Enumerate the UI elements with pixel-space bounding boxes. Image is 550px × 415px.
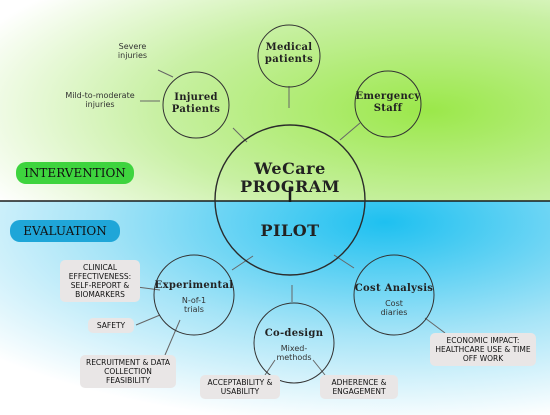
connector-cost — [333, 254, 355, 269]
emergency-staff-label: Emergency Staff — [355, 91, 421, 114]
safety-box: SAFETY — [88, 318, 134, 333]
medical-circle — [257, 24, 321, 88]
connector-experimental — [231, 255, 254, 271]
codesign-circle — [253, 302, 335, 384]
recruitment-feasibility-box: RECRUITMENT & DATA COLLECTION FEASIBILIT… — [80, 355, 176, 388]
connector-clinical — [136, 286, 161, 291]
cost-circle — [353, 254, 435, 336]
connector-severe — [157, 69, 174, 78]
adherence-engagement-box: ADHERENCE & ENGAGEMENT — [320, 375, 398, 399]
acceptability-usability-box: ACCEPTABILITY & USABILITY — [200, 375, 280, 399]
codesign-subtitle: Mixed- methods — [276, 344, 312, 363]
center-subtitle: PILOT — [260, 221, 320, 240]
codesign-label: Co-design — [264, 328, 324, 339]
connector-adherence — [312, 359, 326, 376]
mild-injuries-label: Mild-to-moderate injuries — [65, 91, 135, 110]
center-title: WeCare PROGRAM — [240, 159, 340, 197]
injured-circle — [162, 71, 230, 139]
intervention-phase-label: INTERVENTION — [16, 162, 134, 184]
economic-impact-box: ECONOMIC IMPACT: HEALTHCARE USE & TIME O… — [430, 333, 536, 366]
experimental-label: Experimental — [154, 280, 234, 291]
connector-economic — [424, 317, 446, 334]
emergency-circle — [354, 70, 422, 138]
connector-recruitment — [164, 319, 181, 356]
connector-safety — [135, 314, 161, 326]
cost-analysis-label: Cost Analysis — [354, 283, 434, 294]
evaluation-phase-label: EVALUATION — [10, 220, 120, 242]
severe-injuries-label: Severe injuries — [117, 42, 148, 61]
injured-patients-label: Injured Patients — [171, 92, 221, 115]
experimental-subtitle: N-of-1 trials — [181, 296, 207, 315]
clinical-effectiveness-box: CLINICAL EFFECTIVENESS: SELF-REPORT & BI… — [60, 260, 140, 302]
connector-emergency — [339, 122, 361, 141]
experimental-circle — [153, 254, 235, 336]
medical-patients-label: Medical patients — [264, 42, 314, 65]
cost-analysis-subtitle: Cost diaries — [380, 299, 408, 318]
center-circle — [214, 124, 366, 276]
